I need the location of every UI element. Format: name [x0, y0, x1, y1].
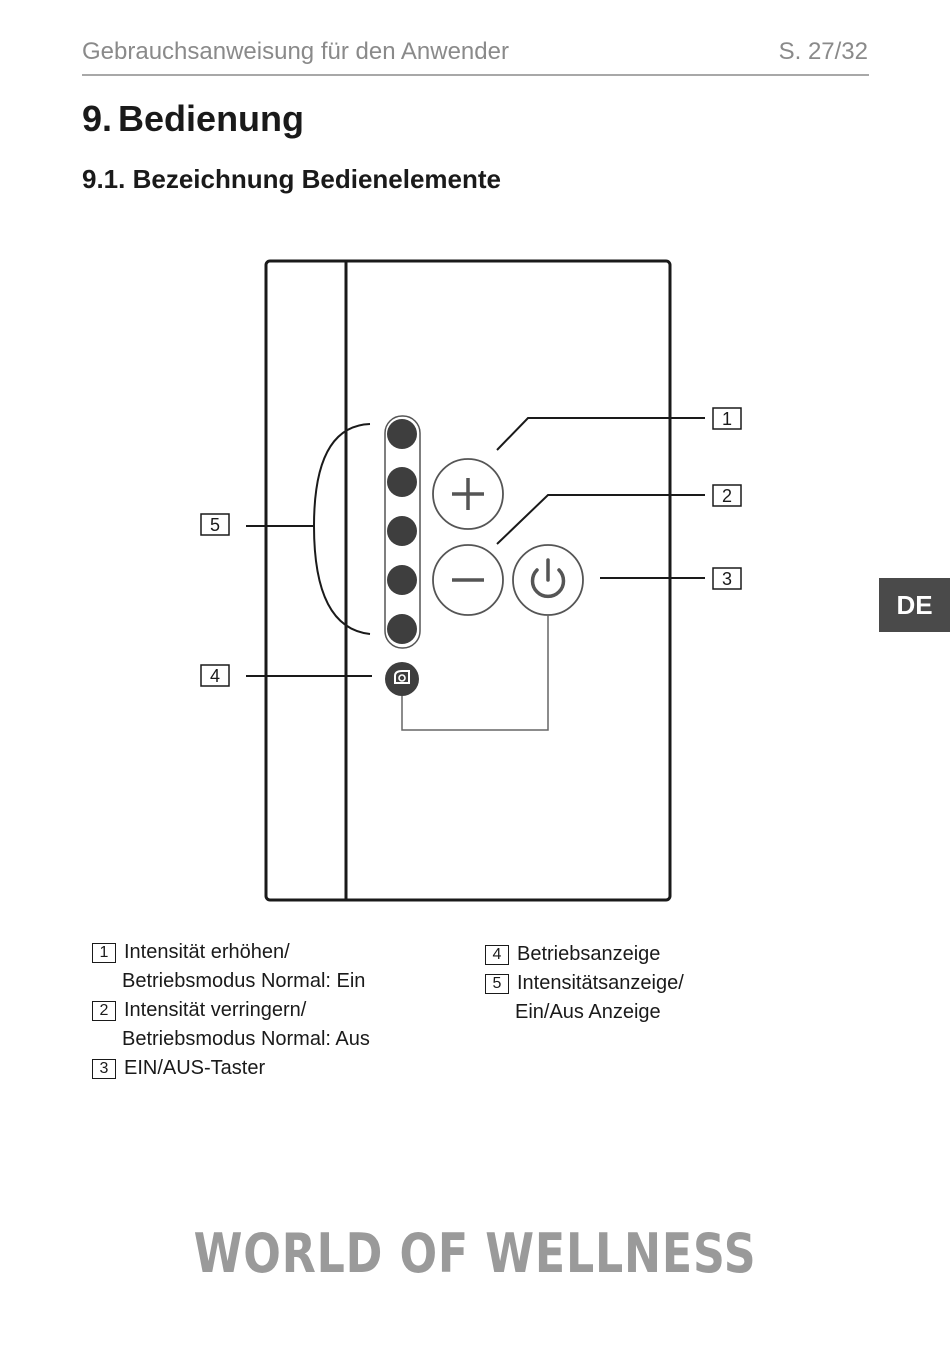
legend-text-3: EIN/AUS-Taster — [124, 1057, 266, 1079]
legend-num-5: 5 — [485, 974, 509, 994]
callout-box-4 — [200, 664, 230, 687]
legend-num-4: 4 — [485, 945, 509, 965]
language-tab: DE — [879, 578, 950, 632]
leader-1 — [496, 417, 705, 451]
legend-text-1a: Intensität erhöhen/ — [124, 941, 290, 963]
section-number: 9. — [82, 98, 113, 139]
section-title: Bedienung — [118, 98, 305, 139]
leader-2 — [496, 494, 705, 545]
legend-text-5b: Ein/Aus Anzeige — [515, 1001, 661, 1023]
callout-label-3: 3 — [722, 569, 732, 589]
minus-button — [432, 544, 504, 616]
status-indicator — [385, 662, 419, 696]
legend-text-4: Betriebsanzeige — [517, 943, 661, 965]
led-2 — [387, 467, 417, 497]
legend-text-1b: Betriebsmodus Normal: Ein — [122, 970, 366, 992]
section-heading: 9.Bedienung — [82, 98, 304, 140]
power-icon — [530, 568, 566, 599]
led-3 — [387, 516, 417, 546]
led-strip — [384, 415, 421, 649]
header-title: Gebrauchsanweisung für den Anwender — [82, 38, 509, 65]
led-1 — [387, 419, 417, 449]
legend-left: 1 Intensität erhöhen/ Betriebsmodus Norm… — [92, 938, 370, 1083]
callout-box-1 — [712, 407, 742, 430]
legend-item-5: 5 Intensitätsanzeige/ Ein/Aus Anzeige — [485, 969, 684, 1027]
callout-box-3 — [712, 567, 742, 590]
legend-text-5a: Intensitätsanzeige/ — [517, 972, 684, 994]
callout-label-5: 5 — [210, 515, 220, 535]
plus-button — [432, 458, 504, 530]
callout-label-4: 4 — [210, 666, 220, 686]
legend-num-2: 2 — [92, 1001, 116, 1021]
legend-num-1: 1 — [92, 943, 116, 963]
callout-box-5 — [200, 513, 230, 536]
callout-box-2 — [712, 484, 742, 507]
device-outline — [264, 259, 672, 902]
legend-right: 4 Betriebsanzeige 5 Intensitätsanzeige/ … — [485, 940, 684, 1027]
page-number: S. 27/32 — [778, 38, 868, 65]
brand-wordmark: WORLD OF WELLNESS — [193, 1222, 757, 1285]
header-divider — [82, 74, 869, 76]
connector-line — [401, 615, 549, 731]
legend-text-2b: Betriebsmodus Normal: Aus — [122, 1028, 370, 1050]
legend-text-2a: Intensität verringern/ — [124, 999, 307, 1021]
legend-item-1: 1 Intensität erhöhen/ Betriebsmodus Norm… — [92, 938, 370, 996]
legend-item-3: 3 EIN/AUS-Taster — [92, 1054, 370, 1083]
status-leaf-icon — [394, 670, 410, 684]
legend-item-2: 2 Intensität verringern/ Betriebsmodus N… — [92, 996, 370, 1054]
subsection-heading: 9.1. Bezeichnung Bedienelemente — [82, 164, 502, 194]
led-4 — [387, 565, 417, 595]
legend-num-3: 3 — [92, 1059, 116, 1079]
callout-label-2: 2 — [722, 486, 732, 506]
legend-item-4: 4 Betriebsanzeige — [485, 940, 684, 969]
led-5 — [387, 614, 417, 644]
callout-label-1: 1 — [722, 409, 732, 429]
bracket-5 — [312, 423, 371, 635]
